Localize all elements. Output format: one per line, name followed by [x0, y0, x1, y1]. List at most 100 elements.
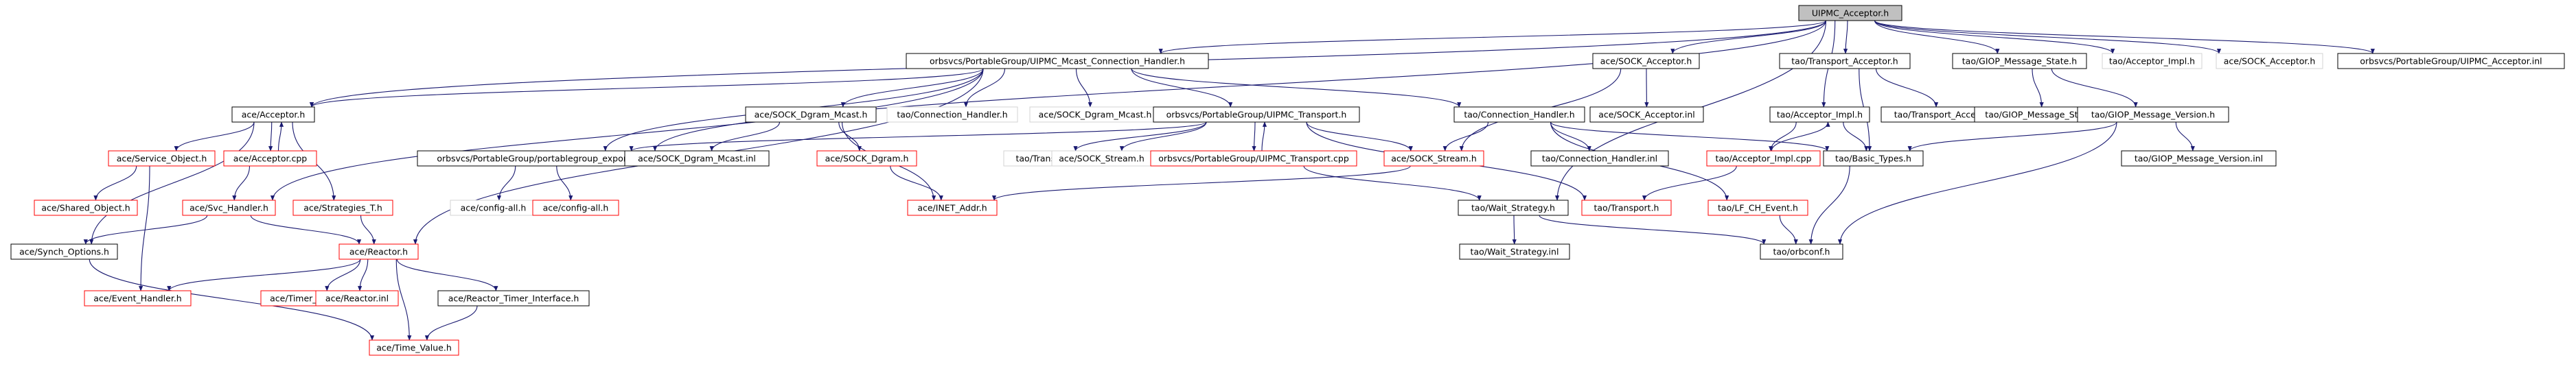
node-giopstate[interactable]: tao/GIOP_Message_State.h — [1952, 53, 2087, 69]
edge-sockdgm-to-sockdgram — [838, 121, 862, 152]
node-sockstream1[interactable]: ace/SOCK_Stream.h — [1051, 150, 1152, 167]
node-label: tao/GIOP_Message_Version.inl — [2135, 154, 2263, 164]
node-label: ace/SOCK_Dgram_Mcast.inl — [638, 154, 756, 164]
node-sockstream[interactable]: ace/SOCK_Stream.h — [1383, 150, 1484, 167]
node-giopverinl[interactable]: tao/GIOP_Message_Version.inl — [2121, 150, 2277, 167]
node-svchandler[interactable]: ace/Svc_Handler.h — [182, 200, 276, 216]
edge-sockstream-to-inetaddr — [992, 165, 1411, 201]
node-box — [1530, 150, 1669, 167]
node-label: ace/Acceptor.cpp — [233, 154, 307, 164]
node-label: orbsvcs/PortableGroup/UIPMC_Transport.h — [1166, 110, 1347, 120]
node-sockacc[interactable]: ace/SOCK_Acceptor.h — [1592, 53, 1700, 69]
node-synchopts[interactable]: ace/Synch_Options.h — [10, 243, 118, 260]
node-sockdgm[interactable]: ace/SOCK_Dgram_Mcast.h — [745, 106, 877, 123]
node-pgexport[interactable]: orbsvcs/PortableGroup/portablegroup_expo… — [417, 150, 658, 167]
node-root[interactable]: UIPMC_Acceptor.h — [1798, 5, 1902, 21]
node-label: ace/SOCK_Acceptor.h — [2224, 56, 2316, 67]
node-svcobj[interactable]: ace/Service_Object.h — [108, 150, 216, 167]
edge-giopstate-to-giopver — [2051, 68, 2138, 108]
edge-sockdgram-to-inetaddr — [890, 165, 943, 201]
node-eventhandler[interactable]: ace/Event_Handler.h — [84, 290, 192, 307]
node-reactorinl[interactable]: ace/Reactor.inl — [315, 290, 399, 307]
node-label: orbsvcs/PortableGroup/UIPMC_Acceptor.inl — [2360, 56, 2542, 67]
node-box — [1779, 53, 1911, 69]
edge-connhandler-to-connhandlerinl — [1550, 121, 1591, 152]
node-box — [1706, 150, 1821, 167]
node-uipmctrans[interactable]: orbsvcs/PortableGroup/UIPMC_Transport.h — [1153, 106, 1360, 123]
node-label: ace/Reactor.inl — [325, 293, 389, 304]
node-uipmcaccinl[interactable]: orbsvcs/PortableGroup/UIPMC_Acceptor.inl — [2337, 53, 2565, 69]
edge-mch-to-uipmctrans — [1131, 68, 1233, 108]
node-configall1[interactable]: ace/config-all.h — [450, 200, 537, 216]
node-box — [2337, 53, 2565, 69]
node-box — [1823, 150, 1924, 167]
node-taotransport[interactable]: tao/Transport.h — [1581, 200, 1672, 216]
edge-reactortimer-to-timevalue — [424, 305, 478, 341]
node-label: ace/config-all.h — [461, 203, 527, 213]
node-waitstratinl[interactable]: tao/Wait_Strategy.inl — [1459, 243, 1570, 260]
node-connhandler1[interactable]: tao/Connection_Handler.h — [886, 106, 1018, 123]
node-aceacc[interactable]: ace/Acceptor.h — [231, 106, 315, 123]
node-connhandlerinl[interactable]: tao/Connection_Handler.inl — [1530, 150, 1669, 167]
edge-giopstate-to-giopstateinl — [2032, 68, 2044, 108]
node-sockacc2[interactable]: ace/SOCK_Acceptor.h — [2216, 53, 2323, 69]
node-mch[interactable]: orbsvcs/PortableGroup/UIPMC_Mcast_Connec… — [906, 53, 1209, 69]
node-acccpp[interactable]: ace/Acceptor.cpp — [223, 150, 317, 167]
node-label: tao/Connection_Handler.h — [1464, 110, 1574, 120]
edge-mch-to-sockdgm2 — [1075, 68, 1092, 108]
edge-root-to-tracc — [1843, 20, 1848, 54]
node-box — [2216, 53, 2323, 69]
node-label: tao/LF_CH_Event.h — [1718, 203, 1798, 213]
edge-reactor-to-reactorinl — [358, 259, 369, 291]
node-reactortimer[interactable]: ace/Reactor_Timer_Interface.h — [437, 290, 590, 307]
node-giopver[interactable]: tao/GIOP_Message_Version.h — [2077, 106, 2229, 123]
node-configall2[interactable]: ace/config-all.h — [532, 200, 619, 216]
nodes-layer: UIPMC_Acceptor.h orbsvcs/PortableGroup/UI… — [10, 5, 2565, 356]
node-label: ace/SOCK_Stream.h — [1059, 154, 1145, 164]
node-label: ace/SOCK_Dgram.h — [825, 154, 909, 164]
node-label: tao/Connection_Handler.inl — [1542, 154, 1657, 164]
edge-svchandler-to-synchopts — [83, 215, 208, 245]
node-sharedobj[interactable]: ace/Shared_Object.h — [34, 200, 138, 216]
node-timevalue[interactable]: ace/Time_Value.h — [369, 339, 459, 356]
node-label: ace/Reactor.h — [349, 247, 408, 257]
node-tracc[interactable]: tao/Transport_Acceptor.h — [1779, 53, 1911, 69]
edge-acccpp-to-aceacc — [277, 121, 284, 152]
edge-root-to-sockacc2 — [1874, 20, 2221, 54]
node-label: tao/Connection_Handler.h — [897, 110, 1007, 120]
node-label: orbsvcs/PortableGroup/UIPMC_Transport.cp… — [1158, 154, 1349, 164]
node-connhandler[interactable]: tao/Connection_Handler.h — [1453, 106, 1585, 123]
node-box — [10, 243, 118, 260]
node-accimpl[interactable]: tao/Acceptor_Impl.h — [1769, 106, 1870, 123]
node-accimplcpp[interactable]: tao/Acceptor_Impl.cpp — [1706, 150, 1821, 167]
node-reactor[interactable]: ace/Reactor.h — [338, 243, 419, 260]
node-box — [369, 339, 459, 356]
node-label: tao/Basic_Types.h — [1835, 154, 1911, 164]
edge-lfch-to-orbconf — [1779, 215, 1798, 245]
node-box — [624, 150, 770, 167]
edge-svcobj-to-eventhandler — [138, 165, 150, 291]
node-label: tao/Acceptor_Impl.h — [1777, 110, 1863, 120]
node-sockdgram[interactable]: ace/SOCK_Dgram.h — [816, 150, 917, 167]
node-label: ace/Reactor_Timer_Interface.h — [448, 293, 579, 304]
node-box — [1769, 106, 1870, 123]
node-accimplh2[interactable]: tao/Acceptor_Impl.h — [2102, 53, 2203, 69]
node-inetaddr[interactable]: ace/INET_Addr.h — [907, 200, 998, 216]
edge-pgexport-to-configall2 — [556, 165, 573, 201]
node-lfch[interactable]: tao/LF_CH_Event.h — [1707, 200, 1808, 216]
node-label: tao/Transport.h — [1594, 203, 1659, 213]
node-box — [1589, 106, 1704, 123]
node-basictypes[interactable]: tao/Basic_Types.h — [1823, 150, 1924, 167]
node-orbconf[interactable]: tao/orbconf.h — [1760, 243, 1843, 260]
node-sockaccinl[interactable]: ace/SOCK_Acceptor.inl — [1589, 106, 1704, 123]
node-label: ace/Event_Handler.h — [93, 293, 181, 304]
node-strategies[interactable]: ace/Strategies_T.h — [292, 200, 393, 216]
node-box — [84, 290, 192, 307]
node-sockdgm2[interactable]: ace/SOCK_Dgram_Mcast.h — [1029, 106, 1161, 123]
node-waitstrat[interactable]: tao/Wait_Strategy.h — [1458, 200, 1569, 216]
edge-giopver-to-basictypes — [1907, 121, 2117, 152]
edge-reactor-to-timevalue — [395, 259, 412, 341]
node-box — [1383, 150, 1484, 167]
node-sockdgminl[interactable]: ace/SOCK_Dgram_Mcast.inl — [624, 150, 770, 167]
node-uipmctranscpp[interactable]: orbsvcs/PortableGroup/UIPMC_Transport.cp… — [1150, 150, 1357, 167]
